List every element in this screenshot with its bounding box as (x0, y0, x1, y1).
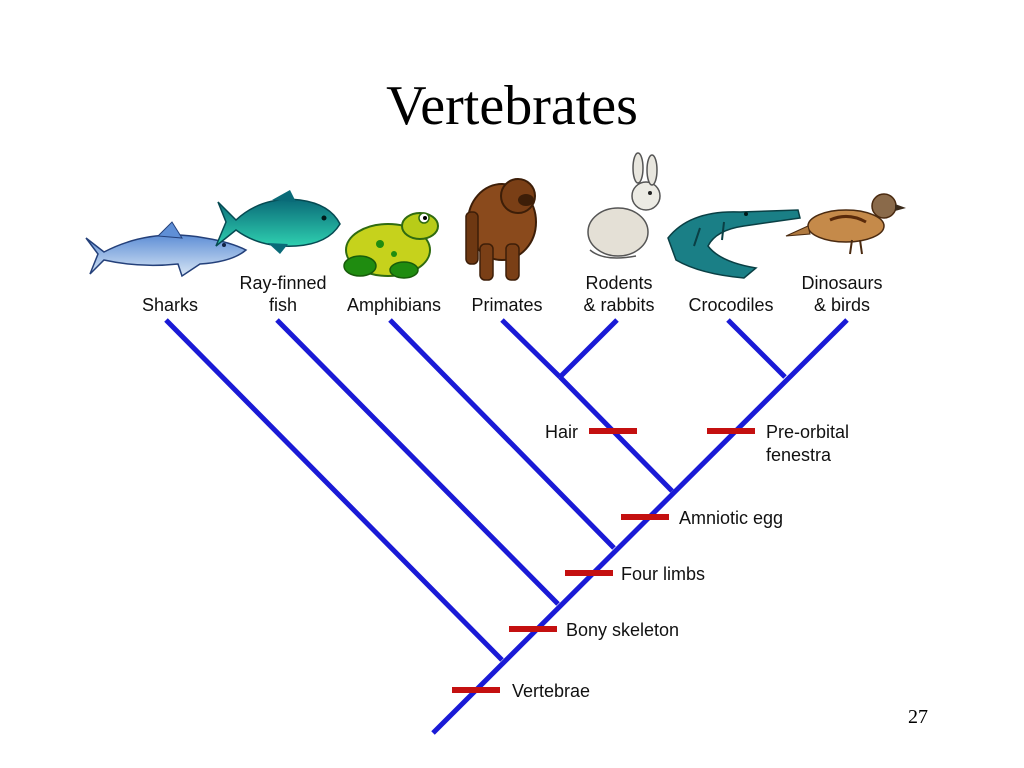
crocodile-icon (667, 209, 801, 279)
shark-icon (85, 221, 248, 278)
taxon-label-dinosaurs-birds: Dinosaurs (801, 273, 882, 293)
taxon-label-primates: Primates (471, 295, 542, 315)
trait-label-hair: Hair (545, 422, 578, 442)
taxon-label-crocodiles: Crocodiles (688, 295, 773, 315)
trait-labels: Vertebrae Bony skeleton Four limbs Amnio… (512, 422, 849, 701)
slide-title: Vertebrates (386, 75, 638, 137)
branch-primates (500, 318, 562, 379)
trait-markers (452, 428, 755, 693)
taxon-label-amphibians: Amphibians (347, 295, 441, 315)
taxon-label-ray-finned-fish-line2: fish (269, 295, 297, 315)
trait-label-amniotic-egg: Amniotic egg (679, 508, 783, 528)
trunk-branch (431, 318, 849, 735)
branch-sharks (164, 318, 504, 662)
trait-label-four-limbs: Four limbs (621, 564, 705, 584)
gorilla-icon (465, 178, 537, 281)
taxon-label-ray-finned-fish: Ray-finned (239, 273, 326, 293)
taxon-labels: Sharks Ray-finned fish Amphibians Primat… (142, 273, 883, 315)
branch-rodents-rabbits (558, 318, 619, 379)
trait-label-pre-orbital-fenestra-line2: fenestra (766, 445, 832, 465)
tree-branches (164, 318, 849, 735)
trait-label-vertebrae: Vertebrae (512, 681, 590, 701)
frog-icon (343, 212, 439, 279)
rabbit-icon (587, 152, 661, 259)
branch-crocodiles (726, 318, 787, 379)
trait-label-bony-skeleton: Bony skeleton (566, 620, 679, 640)
trait-label-pre-orbital-fenestra: Pre-orbital (766, 422, 849, 442)
taxon-label-sharks: Sharks (142, 295, 198, 315)
bird-icon (785, 193, 906, 255)
taxon-label-rodents-rabbits: Rodents (585, 273, 652, 293)
taxon-label-dinosaurs-birds-line2: & birds (814, 295, 870, 315)
page-number: 27 (908, 706, 928, 728)
branch-amphibians (388, 318, 616, 550)
taxon-label-rodents-rabbits-line2: & rabbits (583, 295, 654, 315)
branch-ray-finned-fish (275, 318, 560, 606)
tuna-icon (215, 190, 341, 254)
